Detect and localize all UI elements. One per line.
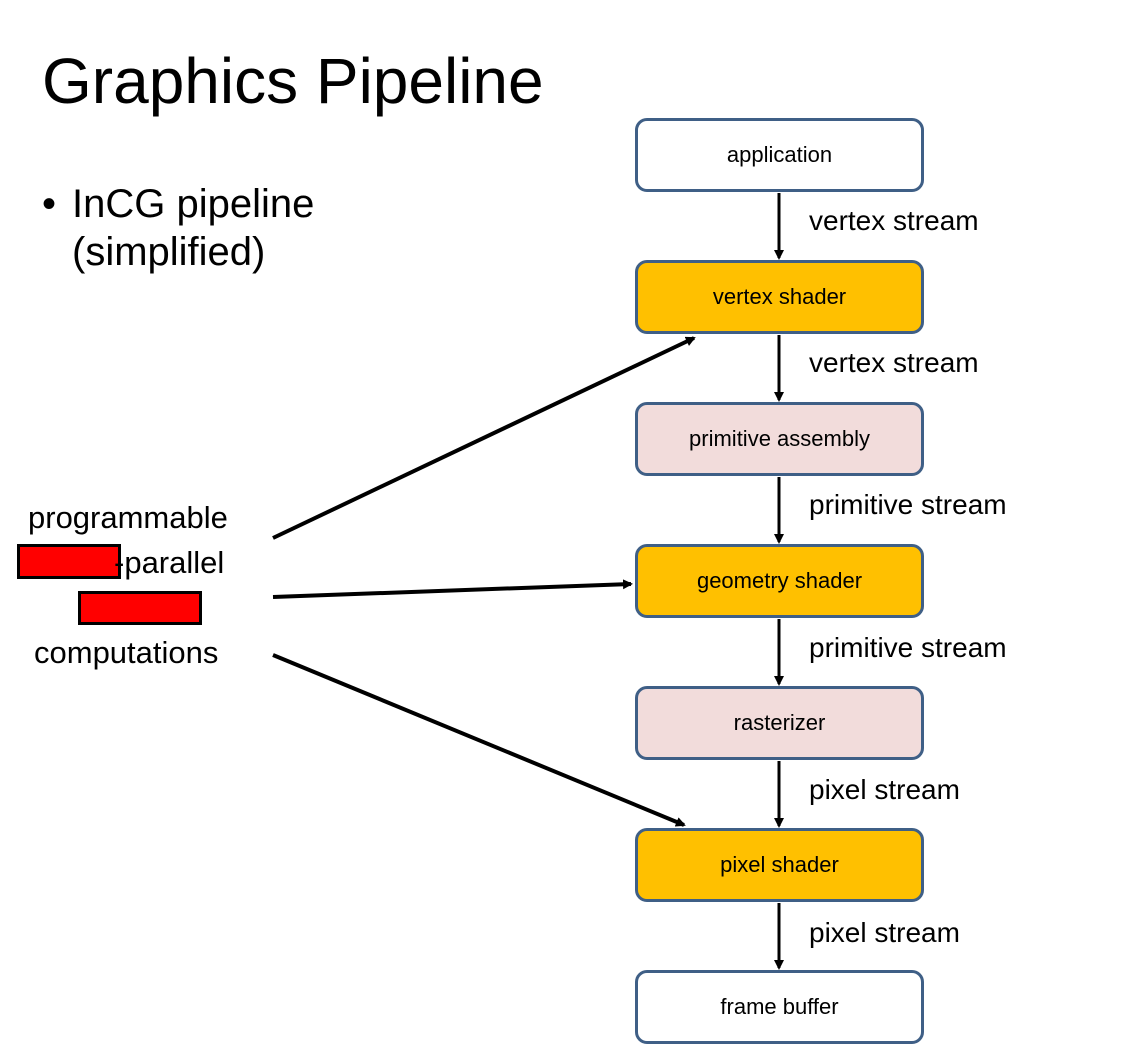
- slide-title: Graphics Pipeline: [42, 45, 544, 117]
- stream-label-3: primitive stream: [809, 489, 1007, 520]
- arrow-to-vertex-shader: [272, 336, 696, 540]
- stage-frame-buffer: frame buffer: [635, 970, 924, 1044]
- stage-rasterizer: rasterizer: [635, 686, 924, 760]
- stream-label-2: vertex stream: [809, 347, 979, 378]
- arrow-to-pixel-shader: [272, 653, 686, 827]
- label-computations: computations: [34, 635, 219, 670]
- redaction-box-1: [17, 544, 121, 579]
- label-parallel: -parallel: [114, 545, 225, 580]
- bullet-line-1: InCG pipeline: [72, 182, 315, 226]
- label-programmable: programmable: [28, 500, 228, 535]
- stage-pixel-shader: pixel shader: [635, 828, 924, 902]
- stream-label-4: primitive stream: [809, 632, 1007, 663]
- redaction-box-2: [78, 591, 202, 625]
- arrow-to-geometry-shader: [272, 579, 633, 599]
- bullet-dot: •: [42, 182, 57, 226]
- bullet-line-2: (simplified): [72, 230, 266, 274]
- stage-geometry-shader: geometry shader: [635, 544, 924, 618]
- stream-label-5: pixel stream: [809, 774, 960, 805]
- stage-vertex-shader: vertex shader: [635, 260, 924, 334]
- stream-label-1: vertex stream: [809, 205, 979, 236]
- stream-label-6: pixel stream: [809, 917, 960, 948]
- stage-primitive-assembly: primitive assembly: [635, 402, 924, 476]
- bullet-point: • InCG pipeline (simplified): [42, 180, 314, 276]
- stage-application: application: [635, 118, 924, 192]
